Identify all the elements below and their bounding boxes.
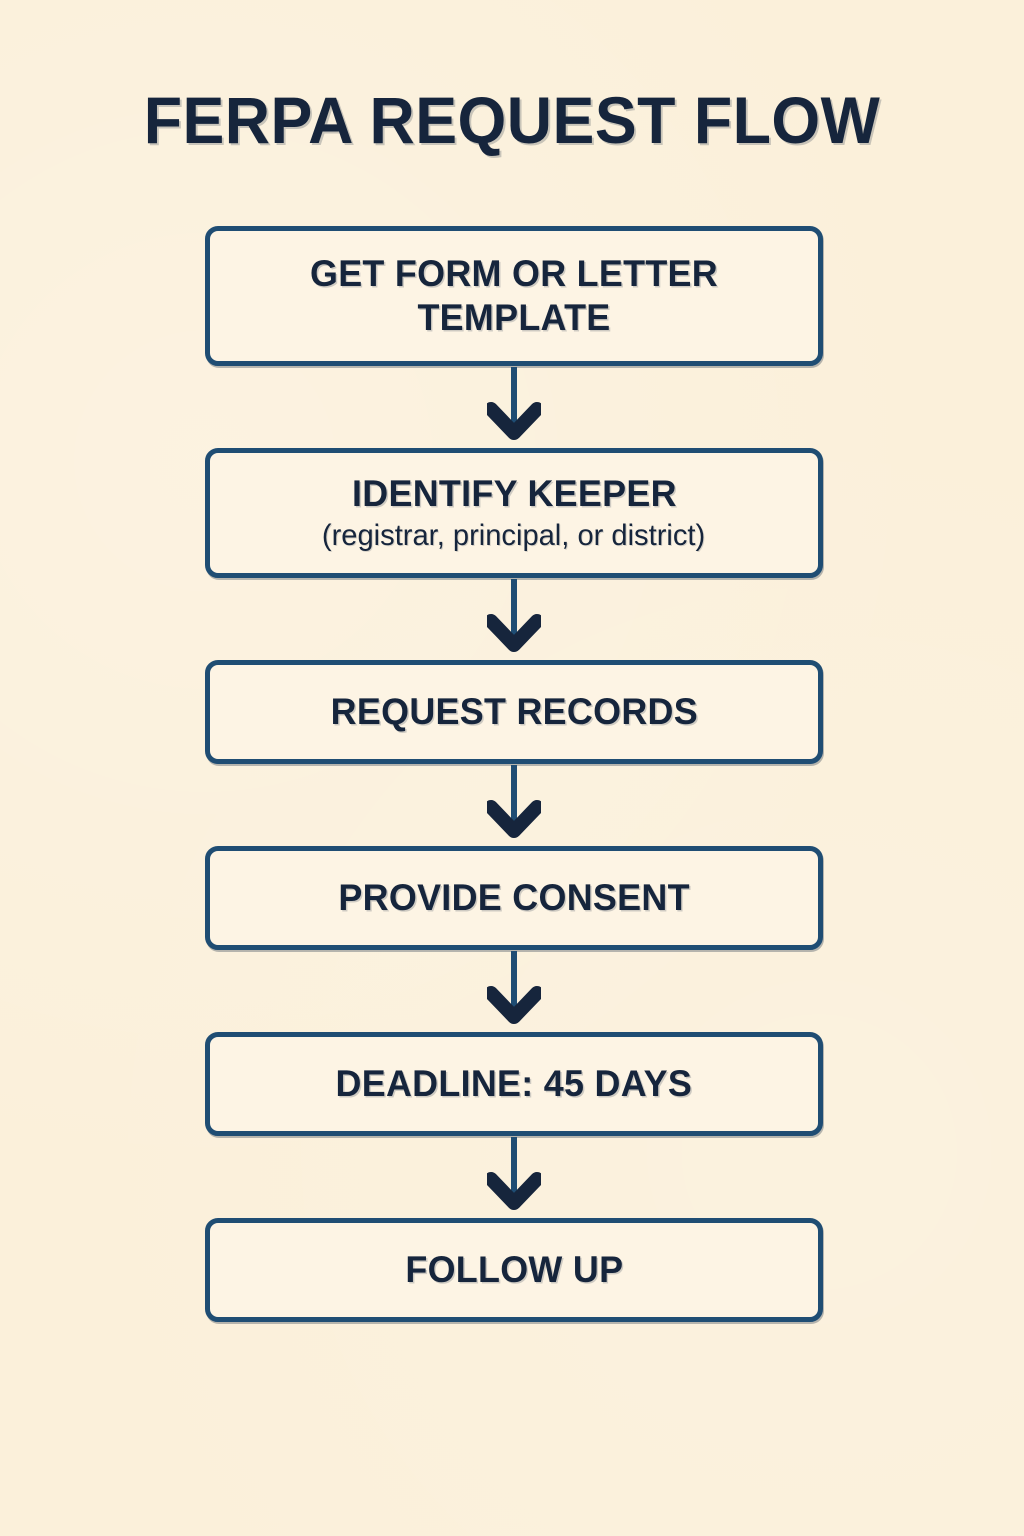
- flow-node-label: IDENTIFY KEEPER: [351, 473, 677, 514]
- flow-steps-container: GET FORM OR LETTER TEMPLATE IDENTIFY KEE…: [205, 226, 823, 1322]
- connector-arrow-3: [205, 764, 823, 846]
- flow-node-provide-consent[interactable]: PROVIDE CONSENT: [205, 846, 823, 950]
- down-arrow-icon: [487, 765, 541, 838]
- connector-arrow-1: [205, 366, 823, 448]
- connector-arrow-2: [205, 578, 823, 660]
- down-arrow-icon: [487, 1137, 541, 1210]
- flow-node-follow-up[interactable]: FOLLOW UP: [205, 1218, 823, 1322]
- down-arrow-icon: [487, 579, 541, 652]
- flow-node-label: REQUEST RECORDS: [330, 691, 698, 732]
- flow-node-get-form-or-letter-template[interactable]: GET FORM OR LETTER TEMPLATE: [205, 226, 823, 366]
- flow-node-sublabel: (registrar, principal, or district): [322, 519, 706, 552]
- flow-node-deadline-45-days[interactable]: DEADLINE: 45 DAYS: [205, 1032, 823, 1136]
- flow-node-request-records[interactable]: REQUEST RECORDS: [205, 660, 823, 764]
- down-arrow-icon: [487, 951, 541, 1024]
- page-title: FERPA REQUEST FLOW: [143, 83, 881, 157]
- flow-node-label: FOLLOW UP: [405, 1249, 623, 1290]
- flow-node-label: PROVIDE CONSENT: [338, 877, 690, 918]
- flow-node-identify-keeper[interactable]: IDENTIFY KEEPER (registrar, principal, o…: [205, 448, 823, 578]
- down-arrow-icon: [487, 367, 541, 440]
- connector-arrow-4: [205, 950, 823, 1032]
- flow-node-label: GET FORM OR LETTER TEMPLATE: [309, 253, 718, 338]
- connector-arrow-5: [205, 1136, 823, 1218]
- flow-node-label: DEADLINE: 45 DAYS: [335, 1063, 693, 1104]
